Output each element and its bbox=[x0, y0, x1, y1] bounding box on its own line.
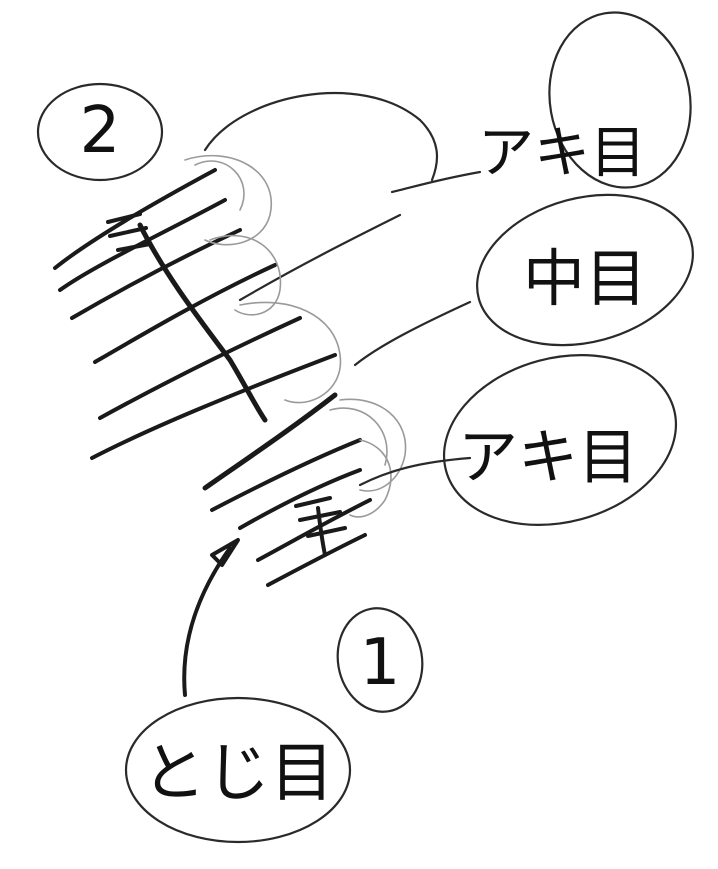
stitch-row-line bbox=[95, 265, 275, 362]
stitch-rows bbox=[55, 170, 400, 585]
stitch-row-line bbox=[92, 355, 335, 458]
lower-label-leader bbox=[360, 458, 470, 485]
lower-right-label: アキ目 bbox=[458, 423, 638, 493]
middle-right-label: 中目 bbox=[523, 242, 647, 315]
bottom-left-label: とじ目 bbox=[142, 737, 334, 811]
stitch-row-line bbox=[100, 318, 300, 418]
top-right-label: アキ目 bbox=[478, 121, 646, 186]
stitch-row-line bbox=[205, 395, 335, 488]
bottom-arrow-line bbox=[184, 548, 230, 695]
step-1-label: 1 bbox=[360, 626, 401, 700]
loop-sketches bbox=[185, 156, 406, 517]
middle-label-leader bbox=[355, 302, 470, 365]
stitch-row-line bbox=[268, 535, 365, 585]
top-connector-arc bbox=[205, 93, 437, 180]
spine-line bbox=[140, 225, 265, 420]
top-label-leader bbox=[392, 172, 480, 192]
step-2-label: 2 bbox=[80, 94, 121, 168]
stitch-row-line bbox=[212, 440, 360, 510]
